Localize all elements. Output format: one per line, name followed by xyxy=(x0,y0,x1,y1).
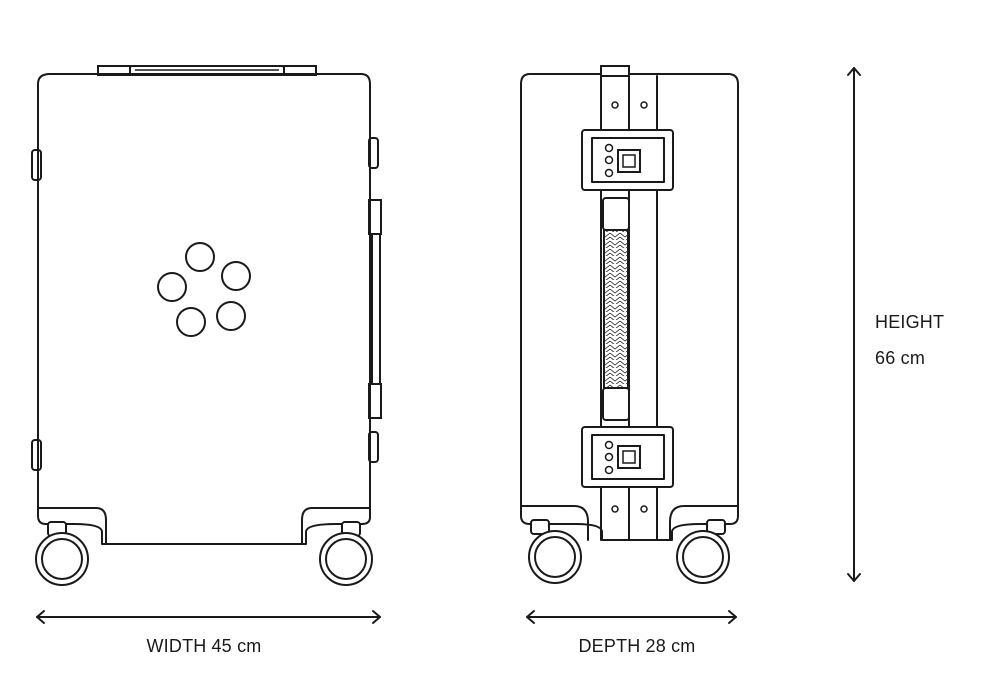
width-label-text: WIDTH xyxy=(146,636,207,656)
suitcase-front-view xyxy=(31,65,382,586)
width-arrow xyxy=(36,610,381,624)
front-wheel-right xyxy=(319,532,373,586)
left-side-bumpers xyxy=(31,149,42,471)
suitcase-side-view xyxy=(520,65,739,584)
depth-label-text: DEPTH xyxy=(578,636,641,656)
height-arrow xyxy=(847,67,861,582)
depth-arrow xyxy=(526,610,737,624)
side-handle xyxy=(368,137,382,463)
front-shell xyxy=(37,73,371,545)
height-value: 66 cm xyxy=(875,348,926,368)
side-carry-handle xyxy=(602,197,630,421)
bottom-latch-lock xyxy=(581,426,674,488)
width-value: 45 cm xyxy=(211,636,262,656)
side-wheel-housings xyxy=(520,505,739,541)
top-latch-lock xyxy=(581,129,674,191)
side-wheel-right xyxy=(676,530,730,584)
height-label: HEIGHT xyxy=(875,312,945,332)
front-wheel-left xyxy=(35,532,89,586)
depth-value: 28 cm xyxy=(645,636,696,656)
side-wheel-left xyxy=(528,530,582,584)
front-wheel-housings xyxy=(37,507,371,545)
side-shell xyxy=(520,73,739,541)
logo-five-circles xyxy=(157,242,251,337)
